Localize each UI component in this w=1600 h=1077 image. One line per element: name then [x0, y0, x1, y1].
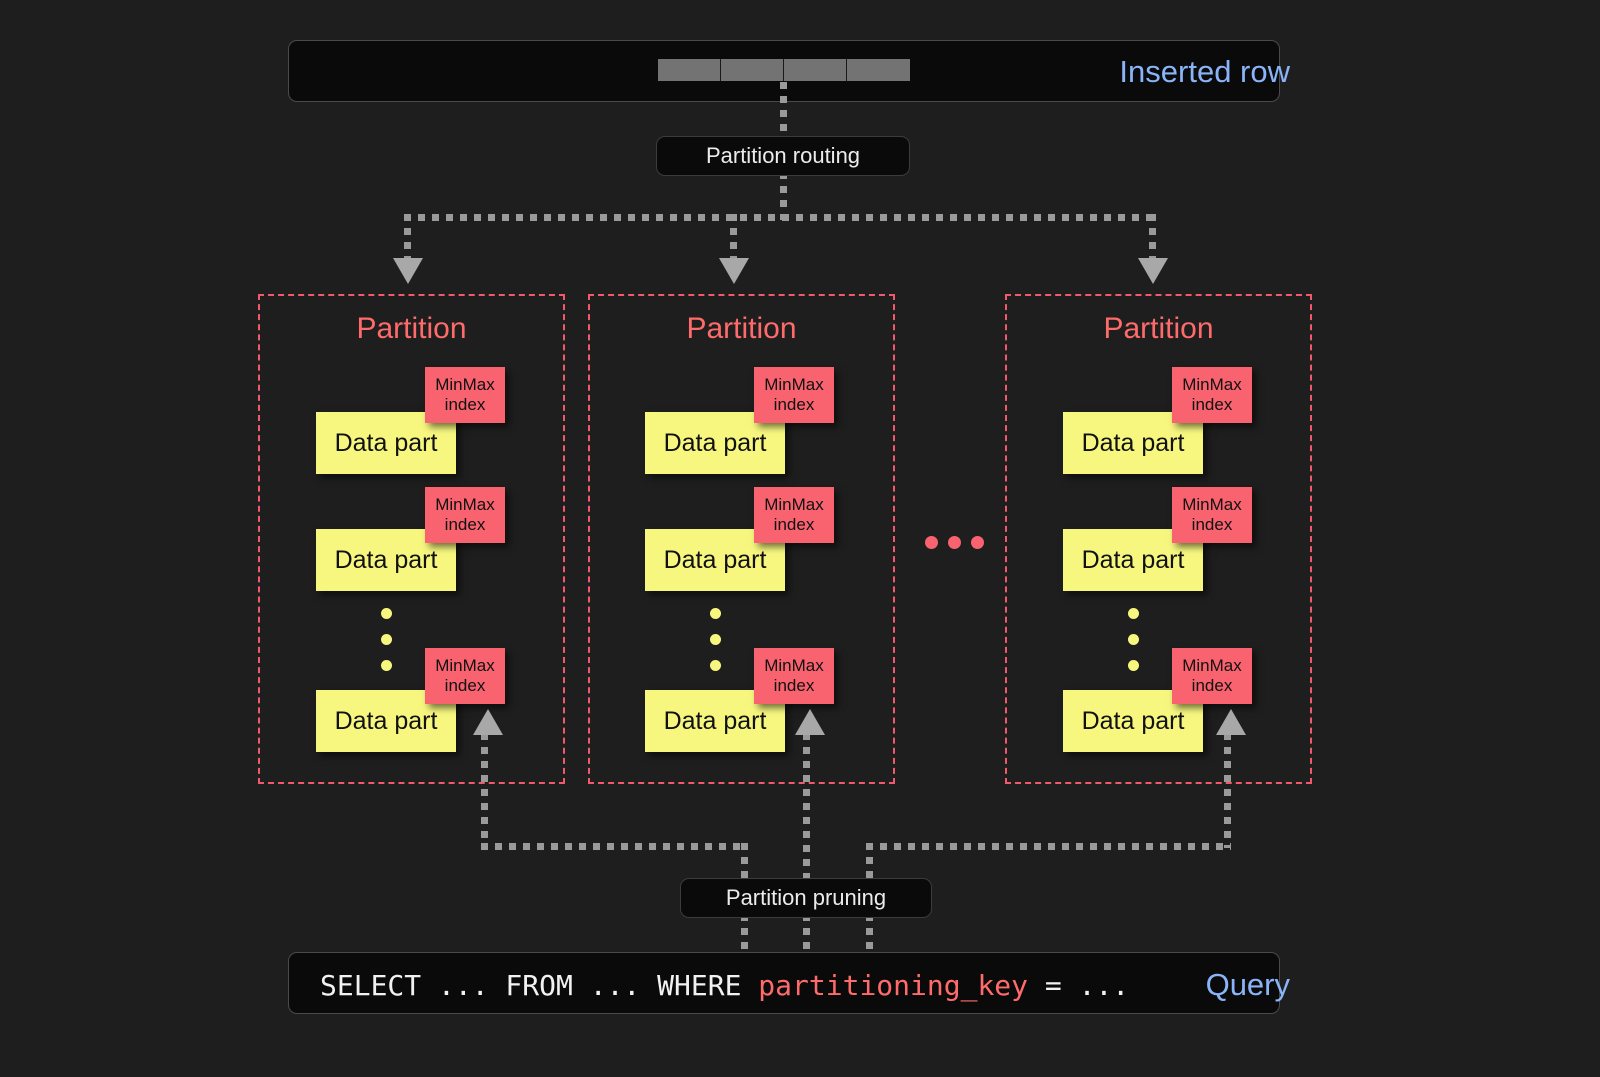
arrow-into-partition-2-bottom — [795, 709, 825, 735]
connector-routing-to-bus — [780, 172, 787, 220]
minmax-index-label: MinMax index — [764, 375, 824, 414]
collection-bus-left — [481, 843, 748, 850]
vertical-ellipsis-dot — [381, 608, 392, 619]
partition-3: Partition — [1005, 294, 1312, 784]
minmax-index-p1-3: MinMax index — [425, 648, 505, 704]
row-cell — [784, 59, 847, 81]
minmax-index-label: MinMax index — [1182, 656, 1242, 695]
connector-partition-3-to-bus — [1224, 733, 1231, 848]
row-cell — [658, 59, 721, 81]
vertical-ellipsis-dot — [1128, 660, 1139, 671]
partition-routing-box[interactable]: Partition routing — [656, 136, 910, 176]
minmax-index-p2-1: MinMax index — [754, 367, 834, 423]
minmax-index-label: MinMax index — [764, 495, 824, 534]
vertical-ellipsis-dot — [710, 634, 721, 645]
connector-pruning-to-query-right — [866, 914, 873, 956]
partition-title: Partition — [1103, 312, 1214, 345]
connector-pruning-to-query-left — [741, 914, 748, 956]
query-statement: SELECT ... FROM ... WHERE partitioning_k… — [320, 969, 1129, 1002]
minmax-index-p3-3: MinMax index — [1172, 648, 1252, 704]
minmax-index-p2-2: MinMax index — [754, 487, 834, 543]
query-bar — [288, 952, 1280, 1014]
horizontal-ellipsis-dot — [925, 536, 938, 549]
minmax-index-label: MinMax index — [1182, 375, 1242, 414]
data-part-p3-3: Data part — [1063, 690, 1203, 752]
data-part-p1-1: Data part — [316, 412, 456, 474]
minmax-index-label: MinMax index — [1182, 495, 1242, 534]
vertical-ellipsis-dot — [1128, 608, 1139, 619]
data-part-p3-2: Data part — [1063, 529, 1203, 591]
minmax-index-p3-2: MinMax index — [1172, 487, 1252, 543]
vertical-ellipsis-dot — [381, 660, 392, 671]
connector-partition-1-to-bus — [481, 733, 488, 848]
connector-pruning-to-query-center — [803, 914, 810, 956]
arrow-into-partition-2 — [719, 258, 749, 284]
minmax-index-label: MinMax index — [435, 495, 495, 534]
inserted-row-cells — [658, 59, 910, 81]
minmax-index-p2-3: MinMax index — [754, 648, 834, 704]
query-prefix: SELECT ... FROM ... WHERE — [320, 969, 759, 1002]
minmax-index-p1-2: MinMax index — [425, 487, 505, 543]
vertical-ellipsis-dot — [710, 660, 721, 671]
row-cell — [847, 59, 910, 81]
connector-bus-to-partition-1 — [404, 214, 411, 260]
partition-title: Partition — [686, 312, 797, 345]
vertical-ellipsis-dot — [1128, 634, 1139, 645]
partition-1: Partition — [258, 294, 565, 784]
minmax-index-p3-1: MinMax index — [1172, 367, 1252, 423]
distribution-bus — [404, 214, 1156, 221]
minmax-index-label: MinMax index — [435, 656, 495, 695]
connector-bus-to-pruning-right — [866, 843, 873, 885]
row-cell — [721, 59, 784, 81]
vertical-ellipsis-dot — [710, 608, 721, 619]
query-keyword: partitioning_key — [758, 969, 1029, 1002]
horizontal-ellipsis-dot — [948, 536, 961, 549]
vertical-ellipsis-dot — [381, 634, 392, 645]
collection-bus-right — [866, 843, 1231, 850]
connector-partition-2-to-bus — [803, 733, 810, 888]
arrow-into-partition-3-bottom — [1216, 709, 1246, 735]
partition-pruning-box[interactable]: Partition pruning — [680, 878, 932, 918]
partition-title: Partition — [356, 312, 467, 345]
partition-2: Partition — [588, 294, 895, 784]
connector-row-to-routing — [780, 82, 787, 138]
minmax-index-p1-1: MinMax index — [425, 367, 505, 423]
arrow-into-partition-3 — [1138, 258, 1168, 284]
query-suffix: = ... — [1028, 969, 1130, 1002]
arrow-into-partition-1 — [393, 258, 423, 284]
minmax-index-label: MinMax index — [435, 375, 495, 414]
minmax-index-label: MinMax index — [764, 656, 824, 695]
inserted-row-label: Inserted row — [1119, 54, 1290, 89]
connector-bus-to-partition-2 — [730, 214, 737, 260]
query-label: Query — [1205, 967, 1290, 1002]
connector-bus-to-partition-3 — [1149, 214, 1156, 260]
arrow-into-partition-1-bottom — [473, 709, 503, 735]
connector-bus-to-pruning-left — [741, 843, 748, 885]
horizontal-ellipsis-dot — [971, 536, 984, 549]
